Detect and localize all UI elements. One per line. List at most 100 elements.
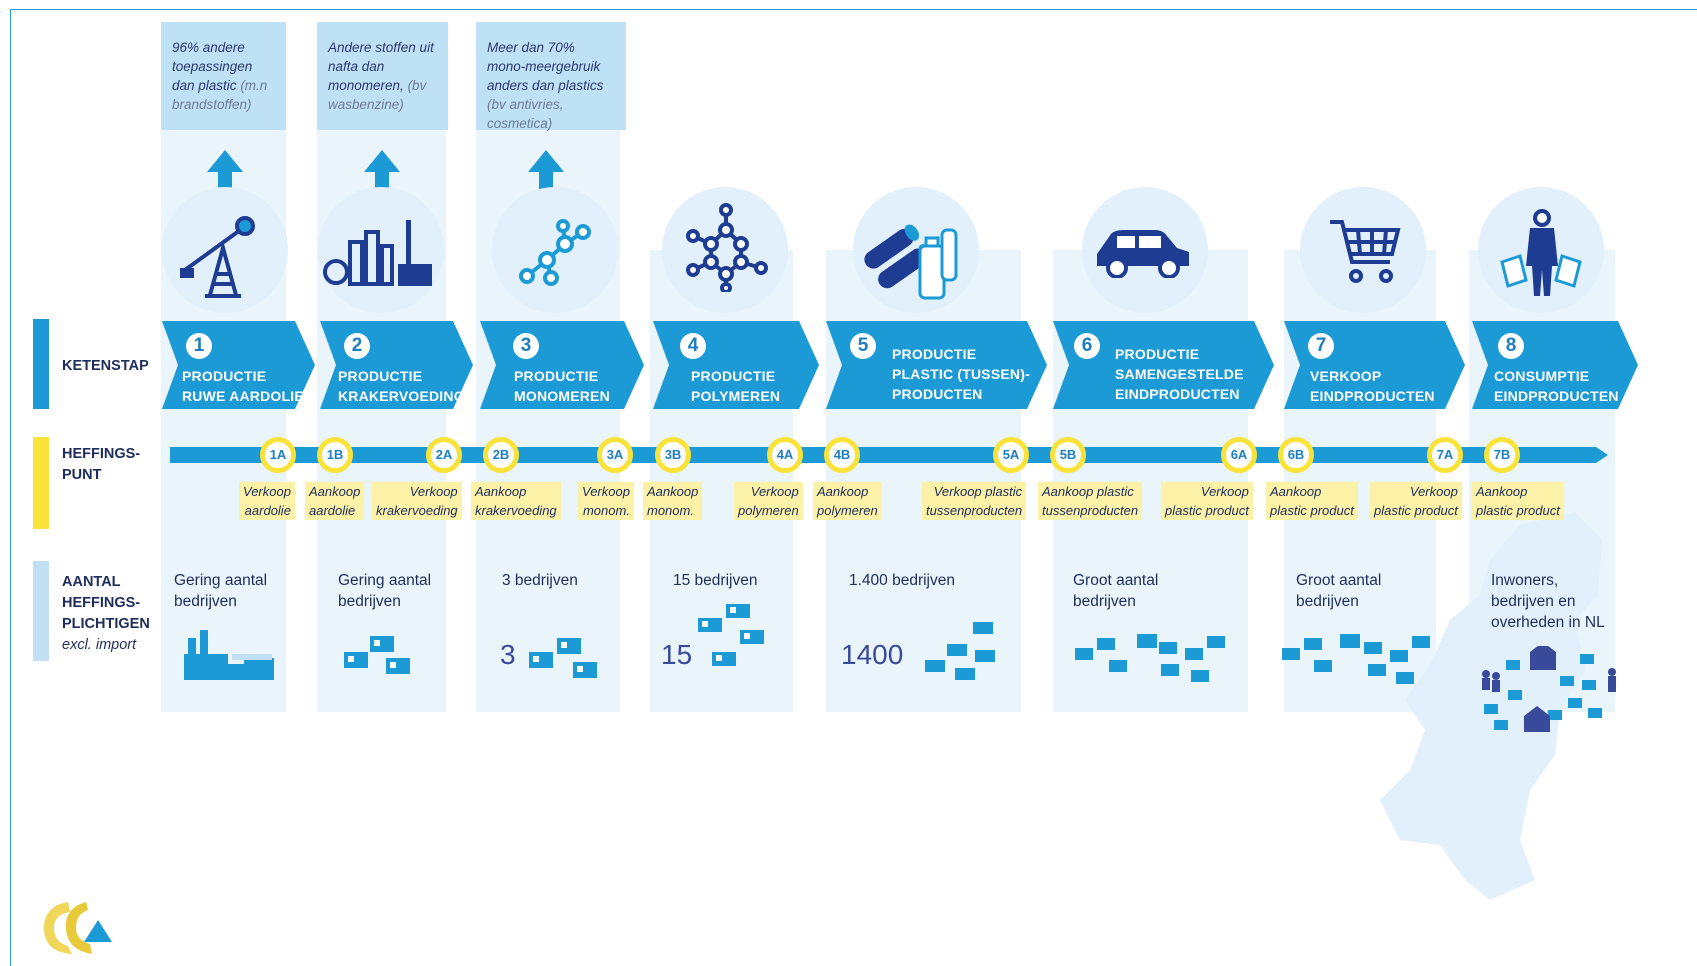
tag-6A-l2: plastic product — [1165, 503, 1249, 518]
step-5-line3: PRODUCTEN — [892, 386, 983, 402]
molecule-large-icon — [686, 203, 768, 292]
row-bar-heffingspunt — [33, 437, 49, 529]
badge-3B: 3B — [655, 437, 691, 473]
count-4: 15 bedrijven — [673, 570, 757, 591]
badge-1A: 1A — [260, 437, 296, 473]
step-6-line1: PRODUCTIE — [1115, 346, 1200, 362]
shopper-icon — [1500, 209, 1582, 296]
tag-2A-l2: krakervoeding — [376, 503, 458, 518]
step-number-7: 7 — [1308, 333, 1334, 359]
company-cluster-6 — [1075, 634, 1225, 682]
count-8-l2: bedrijven en — [1491, 593, 1576, 610]
count-5: 1.400 bedrijven — [849, 570, 955, 591]
badge-1B: 1B — [317, 437, 353, 473]
tag-7B-l1: Aankoop — [1476, 484, 1528, 499]
tag-5A-l2: tussenproducten — [926, 503, 1023, 518]
tag-3A-l2: monom. — [582, 503, 630, 518]
note-1-text: 96% andere toepassingen dan plastic — [172, 40, 253, 93]
row-label-aantal-3: PLICHTIGEN — [62, 616, 150, 632]
count-7-l2: bedrijven — [1296, 593, 1359, 610]
logo — [44, 902, 112, 954]
tag-3B: Aankoop monom. — [643, 482, 703, 520]
company-cluster-4 — [698, 604, 764, 666]
tag-3B-l2: monom. — [647, 503, 694, 518]
company-cluster-3 — [529, 638, 597, 678]
badge-5A: 5A — [993, 437, 1029, 473]
count-8-l1: Inwoners, — [1491, 572, 1559, 589]
badge-2B: 2B — [483, 437, 519, 473]
step-1-line2: RUWE AARDOLIE — [182, 388, 304, 404]
row-bar-aantal — [33, 561, 49, 661]
company-cluster-5 — [925, 622, 995, 680]
count-3: 3 bedrijven — [502, 570, 578, 591]
up-arrow-icon-3 — [528, 150, 564, 210]
badge-3A: 3A — [597, 437, 633, 473]
pipes-bottles-icon — [864, 224, 958, 300]
up-arrow-icon-1 — [207, 150, 243, 210]
tag-3B-l1: Aankoop — [647, 484, 699, 499]
badge-5B: 5B — [1050, 437, 1086, 473]
tag-2A-l1: Verkoop — [409, 484, 458, 499]
step-number-8: 8 — [1498, 333, 1524, 359]
note-2-text: Andere stoffen uit nafta dan monomeren, — [328, 40, 434, 93]
count-8-l3: overheden in NL — [1491, 614, 1605, 631]
step-number-4: 4 — [680, 333, 706, 359]
company-cluster-2 — [344, 636, 410, 674]
step-number-1: 1 — [186, 333, 212, 359]
badge-4A: 4A — [767, 437, 803, 473]
note-box-2: Andere stoffen uit nafta dan monomeren, … — [317, 22, 448, 130]
step-7-line1: VERKOOP — [1310, 368, 1382, 384]
row-label-aantal-4: excl. import — [62, 635, 150, 656]
note-1-muted: (m.n brandstoffen) — [172, 78, 268, 112]
tag-3A-l1: Verkoop — [582, 484, 630, 499]
tag-3A: Verkoop monom. — [578, 482, 634, 520]
badge-6B: 6B — [1278, 437, 1314, 473]
tag-6A-l1: Verkoop — [1200, 484, 1249, 499]
step-number-5: 5 — [850, 333, 876, 359]
big-number-15: 15 — [661, 639, 693, 670]
step-5-line2: PLASTIC (TUSSEN)- — [892, 366, 1030, 382]
company-cluster-7 — [1282, 634, 1430, 684]
tag-7B-l2: plastic product — [1476, 503, 1560, 518]
step-number-2: 2 — [344, 333, 370, 359]
tag-7B: Aankoop plastic product — [1472, 482, 1564, 520]
badge-4B: 4B — [824, 437, 860, 473]
tag-4B-l2: polymeren — [817, 503, 878, 518]
step-4-line1: PRODUCTIE — [691, 368, 776, 384]
badge-6A: 6A — [1221, 437, 1257, 473]
tag-2B-l1: Aankoop — [475, 484, 527, 499]
tag-1B-l2: aardolie — [309, 503, 356, 518]
step-3-line2: MONOMEREN — [514, 388, 610, 404]
badge-7A: 7A — [1427, 437, 1463, 473]
row-label-heffingspunt-1: HEFFINGS- — [62, 446, 141, 462]
molecule-small-icon — [519, 219, 591, 286]
company-cluster-8 — [1482, 646, 1616, 732]
tag-4A-l1: Verkoop — [750, 484, 799, 499]
up-arrow-icon-2 — [364, 150, 400, 210]
tag-5B-l2: tussenproducten — [1042, 503, 1139, 518]
row-bar-ketenstap — [33, 319, 49, 409]
shopping-cart-icon — [1330, 220, 1401, 283]
count-8: Inwoners, bedrijven en overheden in NL — [1491, 570, 1605, 633]
